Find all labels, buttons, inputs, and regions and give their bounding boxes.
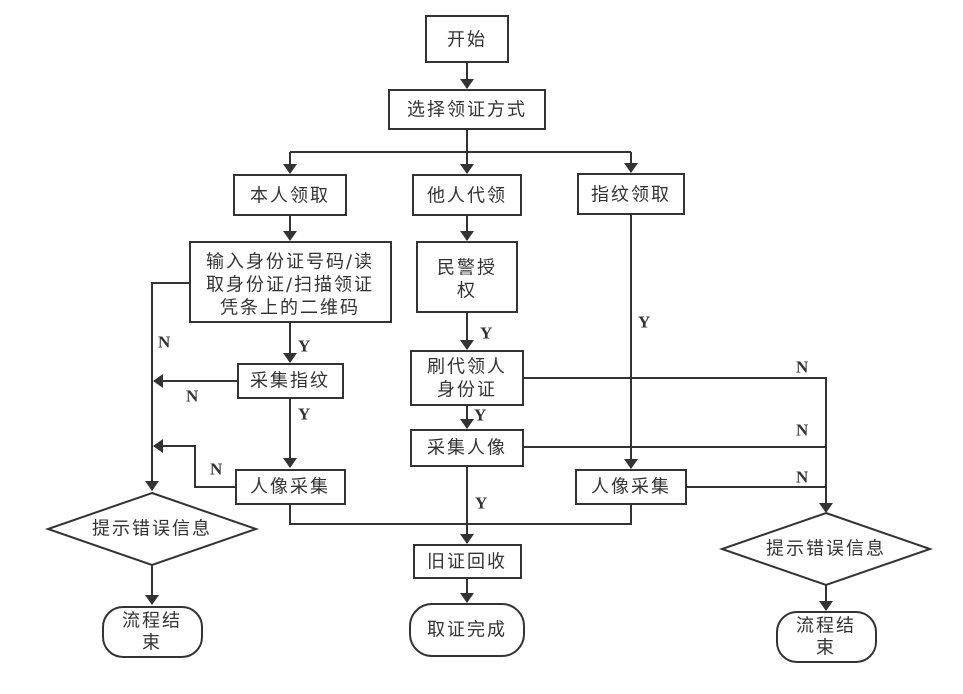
node-fingerprint-pickup: 指纹领取 <box>577 173 685 215</box>
node-error-left: 提示错误信息 <box>44 491 260 567</box>
node-label: 开始 <box>447 30 487 51</box>
node-label: 他人代领 <box>427 186 507 207</box>
connectors <box>145 63 833 611</box>
label-yes: Y <box>480 324 492 343</box>
node-label: 指纹领取 <box>591 185 671 206</box>
node-proxy-pickup: 他人代领 <box>412 174 522 216</box>
node-label: 采集指纹 <box>250 371 330 392</box>
label-no: N <box>210 460 223 479</box>
node-label: 民警授 <box>437 258 497 279</box>
node-label: 刷代领人 <box>427 357 507 378</box>
node-swipe-proxy-id: 刷代领人 身份证 <box>410 350 524 406</box>
node-label: 流程结 <box>122 611 182 632</box>
label-yes: Y <box>475 494 487 513</box>
node-label: 身份证 <box>437 380 497 401</box>
label-no: N <box>796 358 809 377</box>
node-label: 束 <box>816 638 836 659</box>
branch-labels: Y Y N N N Y Y Y Y N N N <box>158 313 809 513</box>
node-label: 选择领证方式 <box>407 100 527 121</box>
node-label: 人像采集 <box>591 477 671 498</box>
arrow-swipe-fail-to-error <box>524 377 833 513</box>
node-start: 开始 <box>425 15 509 63</box>
node-choose-method: 选择领证方式 <box>388 89 546 130</box>
label-no: N <box>186 387 199 406</box>
node-label: 束 <box>142 633 162 654</box>
node-complete: 取证完成 <box>409 603 525 657</box>
node-portrait-capture-right: 人像采集 <box>575 469 687 505</box>
node-label: 提示错误信息 <box>766 539 886 560</box>
node-label: 本人领取 <box>250 186 330 207</box>
label-no: N <box>158 333 171 352</box>
node-end-left: 流程结 束 <box>102 606 203 658</box>
node-label: 权 <box>457 281 477 302</box>
node-label: 旧证回收 <box>427 552 507 573</box>
node-old-id-recycle: 旧证回收 <box>413 544 522 579</box>
node-label: 凭条上的二维码 <box>220 298 360 319</box>
label-yes: Y <box>638 313 650 332</box>
node-label: 人像采集 <box>250 477 330 498</box>
label-yes: Y <box>298 405 310 424</box>
label-yes: Y <box>298 337 310 356</box>
node-police-auth: 民警授 权 <box>416 241 518 313</box>
node-label: 流程结 <box>796 616 856 637</box>
node-label: 取证完成 <box>427 620 507 641</box>
arrow-input-fail-to-error <box>145 282 191 491</box>
node-self-pickup: 本人领取 <box>233 174 347 216</box>
node-label: 输入身份证号码/读 <box>206 252 374 273</box>
node-end-right: 流程结 束 <box>776 611 877 663</box>
node-label: 采集人像 <box>427 438 507 459</box>
node-input-id: 输入身份证号码/读 取身份证/扫描领证 凭条上的二维码 <box>189 241 392 323</box>
label-yes: Y <box>474 406 486 425</box>
label-no: N <box>796 468 809 487</box>
line-merge-bar <box>289 505 632 525</box>
arrow-portrait-fail <box>153 439 236 488</box>
node-portrait-capture-left: 人像采集 <box>235 469 346 505</box>
node-label: 取身份证/扫描领证 <box>206 275 374 296</box>
node-collect-portrait: 采集人像 <box>410 429 524 467</box>
node-collect-fingerprint: 采集指纹 <box>237 363 344 399</box>
node-label: 提示错误信息 <box>92 519 212 540</box>
node-error-right: 提示错误信息 <box>718 511 934 587</box>
label-no: N <box>796 421 809 440</box>
